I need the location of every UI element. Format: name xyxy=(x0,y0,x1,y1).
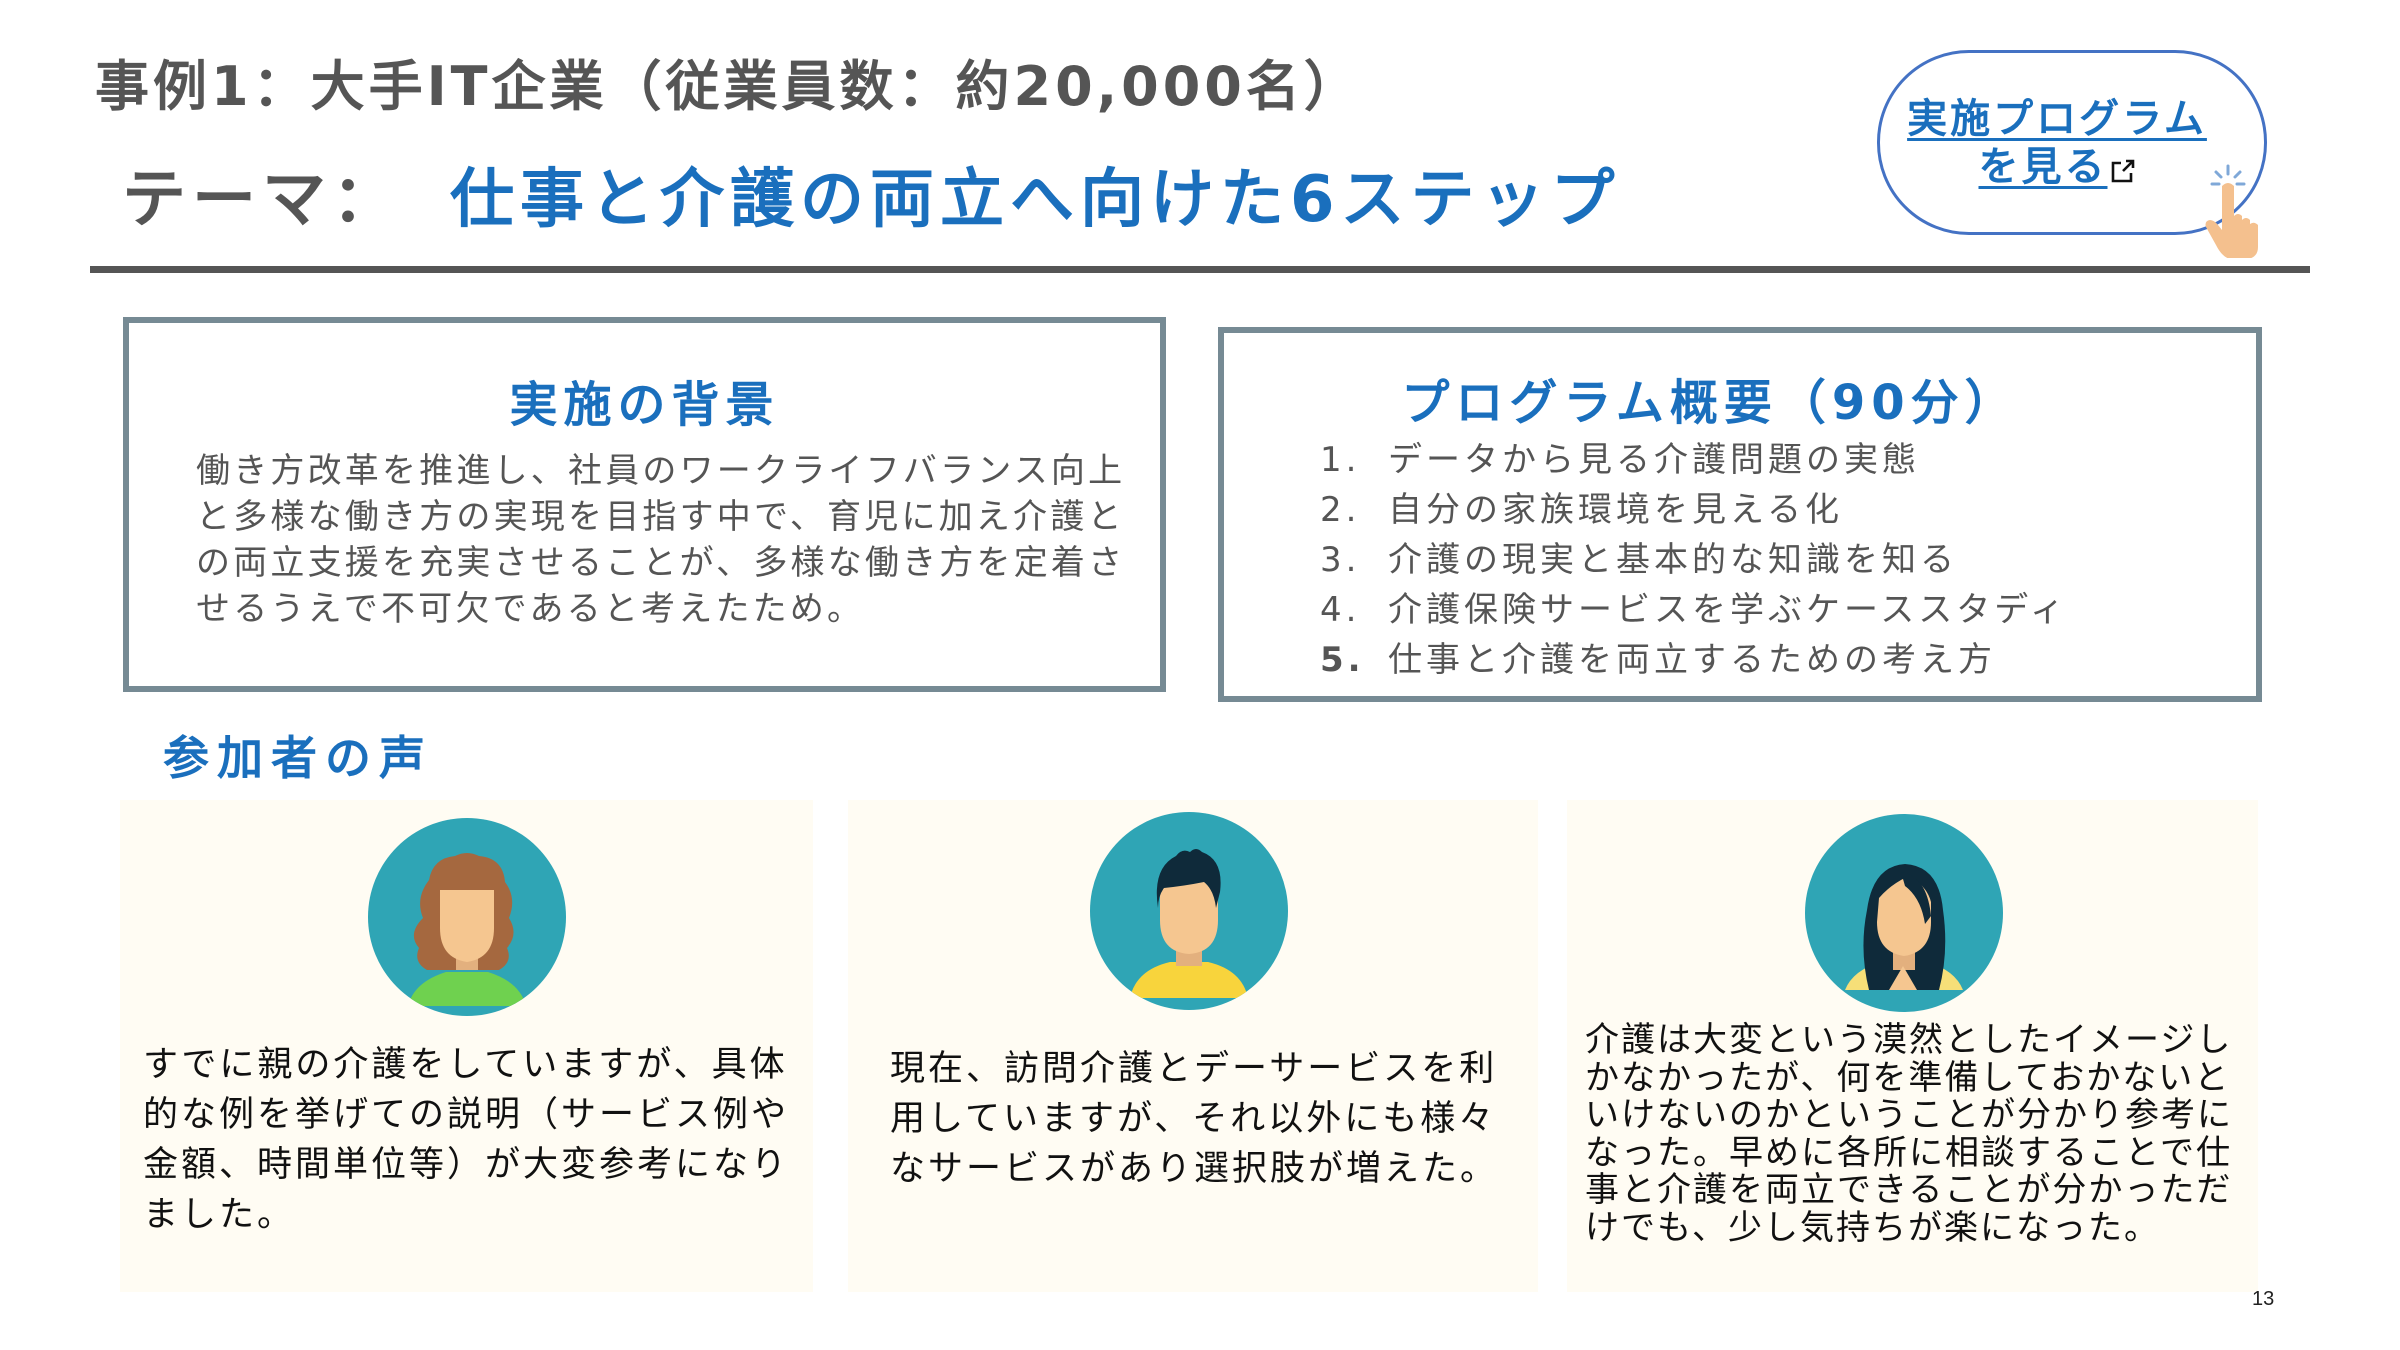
program-step-list: 1. データから見る介護問題の実態 2. 自分の家族環境を見える化 3. 介護の現実と… xyxy=(1320,435,2068,685)
link-label-line1[interactable]: 実施プログラム xyxy=(1907,95,2207,142)
program-step: 5. 仕事と介護を両立するための考え方 xyxy=(1320,635,2068,685)
background-heading: 実施の背景 xyxy=(509,377,780,433)
avatar xyxy=(1805,814,2003,1012)
testimonial-text: 現在、訪問介護とデーサービスを利用していますが、それ以外にも様々なサービスがあり… xyxy=(890,1049,1499,1189)
program-overview-box: プログラム概要（90分） 1. データから見る介護問題の実態 2. 自分の家族環境を… xyxy=(1218,327,2262,702)
testimonial-text: すでに親の介護をしていますが、具体的な例を挙げての説明（サービス例や金額、時間単… xyxy=(143,1045,790,1235)
pointing-hand-icon xyxy=(2205,164,2258,258)
program-overview-heading: プログラム概要（90分） xyxy=(1401,375,2019,431)
step-number: 5. xyxy=(1320,640,1365,680)
testimonial-text: 介護は大変という漠然としたイメージしかなかったが、何を準備しておかないといけない… xyxy=(1585,1020,2233,1248)
external-link-icon xyxy=(2111,159,2134,182)
case-title: 事例1：大手IT企業（従業員数：約20,000名） xyxy=(95,55,1362,118)
step-number: 4. xyxy=(1320,590,1361,630)
testimonial-card: 介護は大変という漠然としたイメージしかなかったが、何を準備しておかないといけない… xyxy=(1567,800,2258,1292)
link-label-line2[interactable]: を見る xyxy=(1978,143,2108,190)
page-number: 13 xyxy=(2252,1288,2275,1310)
woman-long-hair-avatar-icon xyxy=(1845,864,1963,990)
program-step: 4. 介護保険サービスを学ぶケーススタディ xyxy=(1320,585,2068,635)
theme-title: 仕事と介護の両立へ向けた6ステップ xyxy=(450,163,1621,237)
step-text: 自分の家族環境を見える化 xyxy=(1388,490,1843,530)
step-number: 1. xyxy=(1320,440,1361,480)
header-divider xyxy=(90,266,2310,273)
background-box: 実施の背景 働き方改革を推進し、社員のワークライフバランス向上と多様な働き方の実… xyxy=(123,317,1166,692)
step-number: 2. xyxy=(1320,490,1361,530)
man-short-hair-avatar-icon xyxy=(1130,849,1248,998)
program-step: 1. データから見る介護問題の実態 xyxy=(1320,435,2068,485)
step-text: データから見る介護問題の実態 xyxy=(1388,440,1920,480)
step-number: 3. xyxy=(1320,540,1361,580)
avatar xyxy=(1090,812,1288,1010)
testimonial-card: 現在、訪問介護とデーサービスを利用していますが、それ以外にも様々なサービスがあり… xyxy=(848,800,1538,1292)
woman-curly-hair-avatar-icon xyxy=(408,853,526,1006)
step-text: 仕事と介護を両立するための考え方 xyxy=(1388,640,1996,680)
program-step: 2. 自分の家族環境を見える化 xyxy=(1320,485,2068,535)
step-text: 介護の現実と基本的な知識を知る xyxy=(1388,540,1958,580)
program-step: 3. 介護の現実と基本的な知識を知る xyxy=(1320,535,2068,585)
theme-label: テーマ： xyxy=(122,163,402,237)
theme-row: テーマ： 仕事と介護の両立へ向けた6ステップ xyxy=(122,148,1621,240)
voices-heading: 参加者の声 xyxy=(163,731,433,785)
view-program-link-button[interactable]: 実施プログラム を見る xyxy=(1877,50,2267,258)
step-text: 介護保険サービスを学ぶケーススタディ xyxy=(1388,590,2068,630)
testimonial-card: すでに親の介護をしていますが、具体的な例を挙げての説明（サービス例や金額、時間単… xyxy=(120,800,813,1292)
link-label-line2-wrap[interactable]: を見る xyxy=(1979,143,2136,191)
avatar xyxy=(368,818,566,1016)
background-body: 働き方改革を推進し、社員のワークライフバランス向上と多様な働き方の実現を目指す中… xyxy=(196,451,1126,629)
